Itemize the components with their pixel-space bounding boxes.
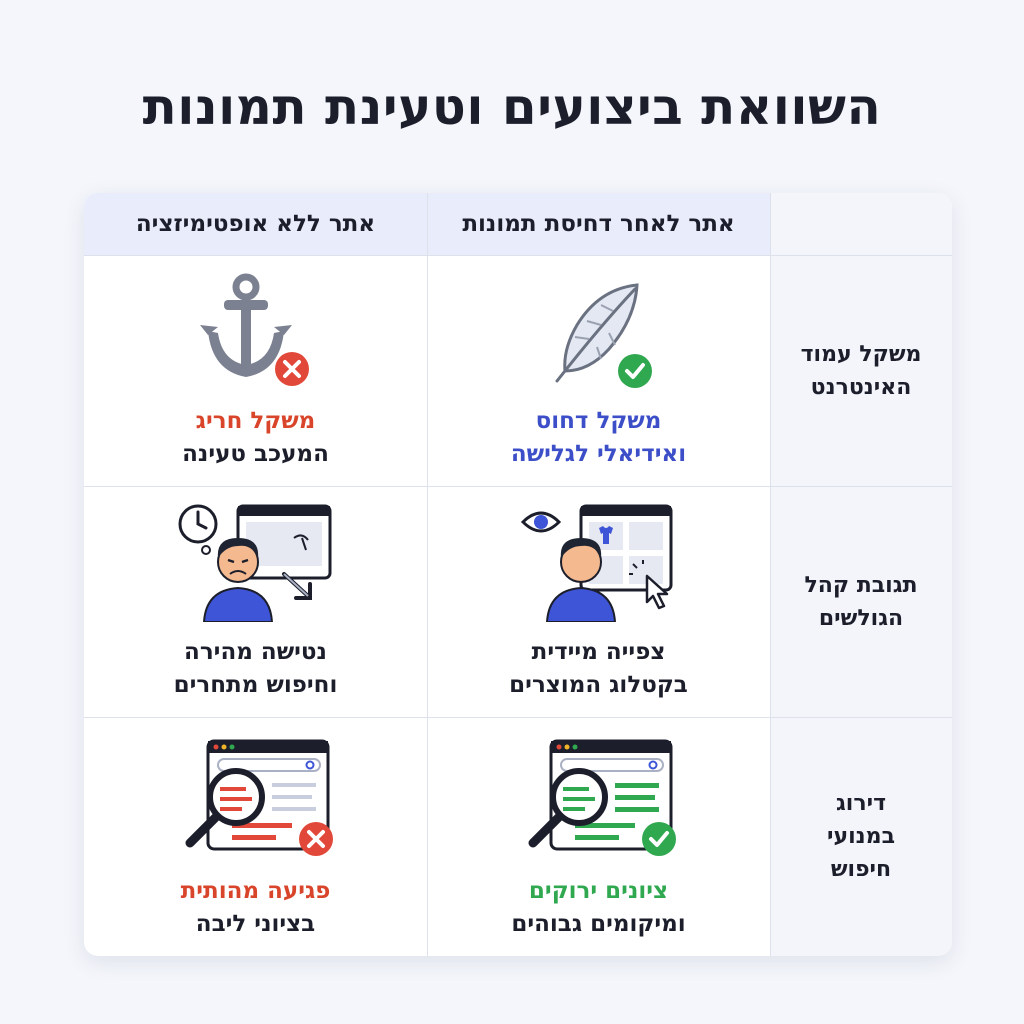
grid-divider bbox=[427, 193, 428, 956]
header-unoptimized: אתר ללא אופטימיזציה bbox=[84, 193, 427, 255]
grid-divider bbox=[770, 193, 771, 956]
caption: משקל דחוס ואידיאלי לגלישה bbox=[427, 405, 770, 472]
cell-audience-unoptimized: נטישה מהירה וחיפוש מתחרים bbox=[84, 486, 427, 717]
caption-line-1: פגיעה מהותית bbox=[180, 878, 331, 904]
row-label-line: חיפוש bbox=[830, 857, 892, 882]
grid-divider bbox=[84, 255, 952, 256]
feather-icon bbox=[555, 283, 652, 388]
caption: משקל חריג המעכב טעינה bbox=[84, 405, 427, 472]
cell-seo-unoptimized: פגיעה מהותית בציוני ליבה bbox=[84, 717, 427, 956]
page-title: השוואת ביצועים וטעינת תמונות bbox=[142, 78, 882, 136]
row-label-line: הגולשים bbox=[818, 605, 904, 631]
caption-line-2: ומיקומים גבוהים bbox=[511, 911, 686, 938]
row-label-line: במנועי bbox=[827, 824, 895, 849]
row-label-audience: תגובת קהל הגולשים bbox=[770, 486, 952, 717]
row-label-line: תגובת קהל bbox=[804, 572, 918, 598]
cell-weight-optimized: משקל דחוס ואידיאלי לגלישה bbox=[427, 255, 770, 486]
seo-green-icon bbox=[528, 739, 676, 856]
caption-line-1: ציונים ירוקים bbox=[528, 878, 669, 904]
caption-line-2: ואידיאלי לגלישה bbox=[510, 441, 687, 468]
caption-line-2: המעכב טעינה bbox=[182, 441, 329, 468]
caption-line-1: צפייה מיידית bbox=[531, 639, 666, 665]
caption: צפייה מיידית בקטלוג המוצרים bbox=[427, 636, 770, 703]
caption: פגיעה מהותית בציוני ליבה bbox=[84, 875, 427, 942]
seo-red-icon bbox=[185, 739, 333, 856]
caption: נטישה מהירה וחיפוש מתחרים bbox=[84, 636, 427, 703]
happy-user-catalog-icon bbox=[520, 504, 672, 622]
caption-line-2: בקטלוג המוצרים bbox=[509, 672, 688, 699]
grid-divider bbox=[84, 717, 952, 718]
caption-line-2: וחיפוש מתחרים bbox=[173, 672, 338, 699]
frustrated-user-icon bbox=[178, 504, 331, 622]
cell-weight-unoptimized: משקל חריג המעכב טעינה bbox=[84, 255, 427, 486]
header-optimized: אתר לאחר דחיסת תמונות bbox=[427, 193, 770, 255]
row-label-page-weight: משקל עמוד האינטרנט bbox=[770, 255, 952, 486]
grid-divider bbox=[84, 486, 952, 487]
cell-audience-optimized: צפייה מיידית בקטלוג המוצרים bbox=[427, 486, 770, 717]
anchor-icon bbox=[199, 273, 309, 386]
caption-line-1: משקל דחוס bbox=[535, 408, 662, 434]
caption-line-1: נטישה מהירה bbox=[184, 639, 327, 665]
row-label-line: דירוג bbox=[835, 791, 887, 816]
caption-line-2: בציוני ליבה bbox=[195, 911, 316, 938]
caption: ציונים ירוקים ומיקומים גבוהים bbox=[427, 875, 770, 942]
row-label-line: משקל עמוד bbox=[800, 341, 922, 367]
cell-seo-optimized: ציונים ירוקים ומיקומים גבוהים bbox=[427, 717, 770, 956]
row-label-line: האינטרנט bbox=[810, 374, 912, 400]
row-label-seo: דירוג במנועי חיפוש bbox=[770, 717, 952, 956]
header-corner bbox=[770, 193, 952, 255]
caption-line-1: משקל חריג bbox=[195, 408, 316, 434]
comparison-table: אתר ללא אופטימיזציה אתר לאחר דחיסת תמונו… bbox=[84, 193, 952, 956]
